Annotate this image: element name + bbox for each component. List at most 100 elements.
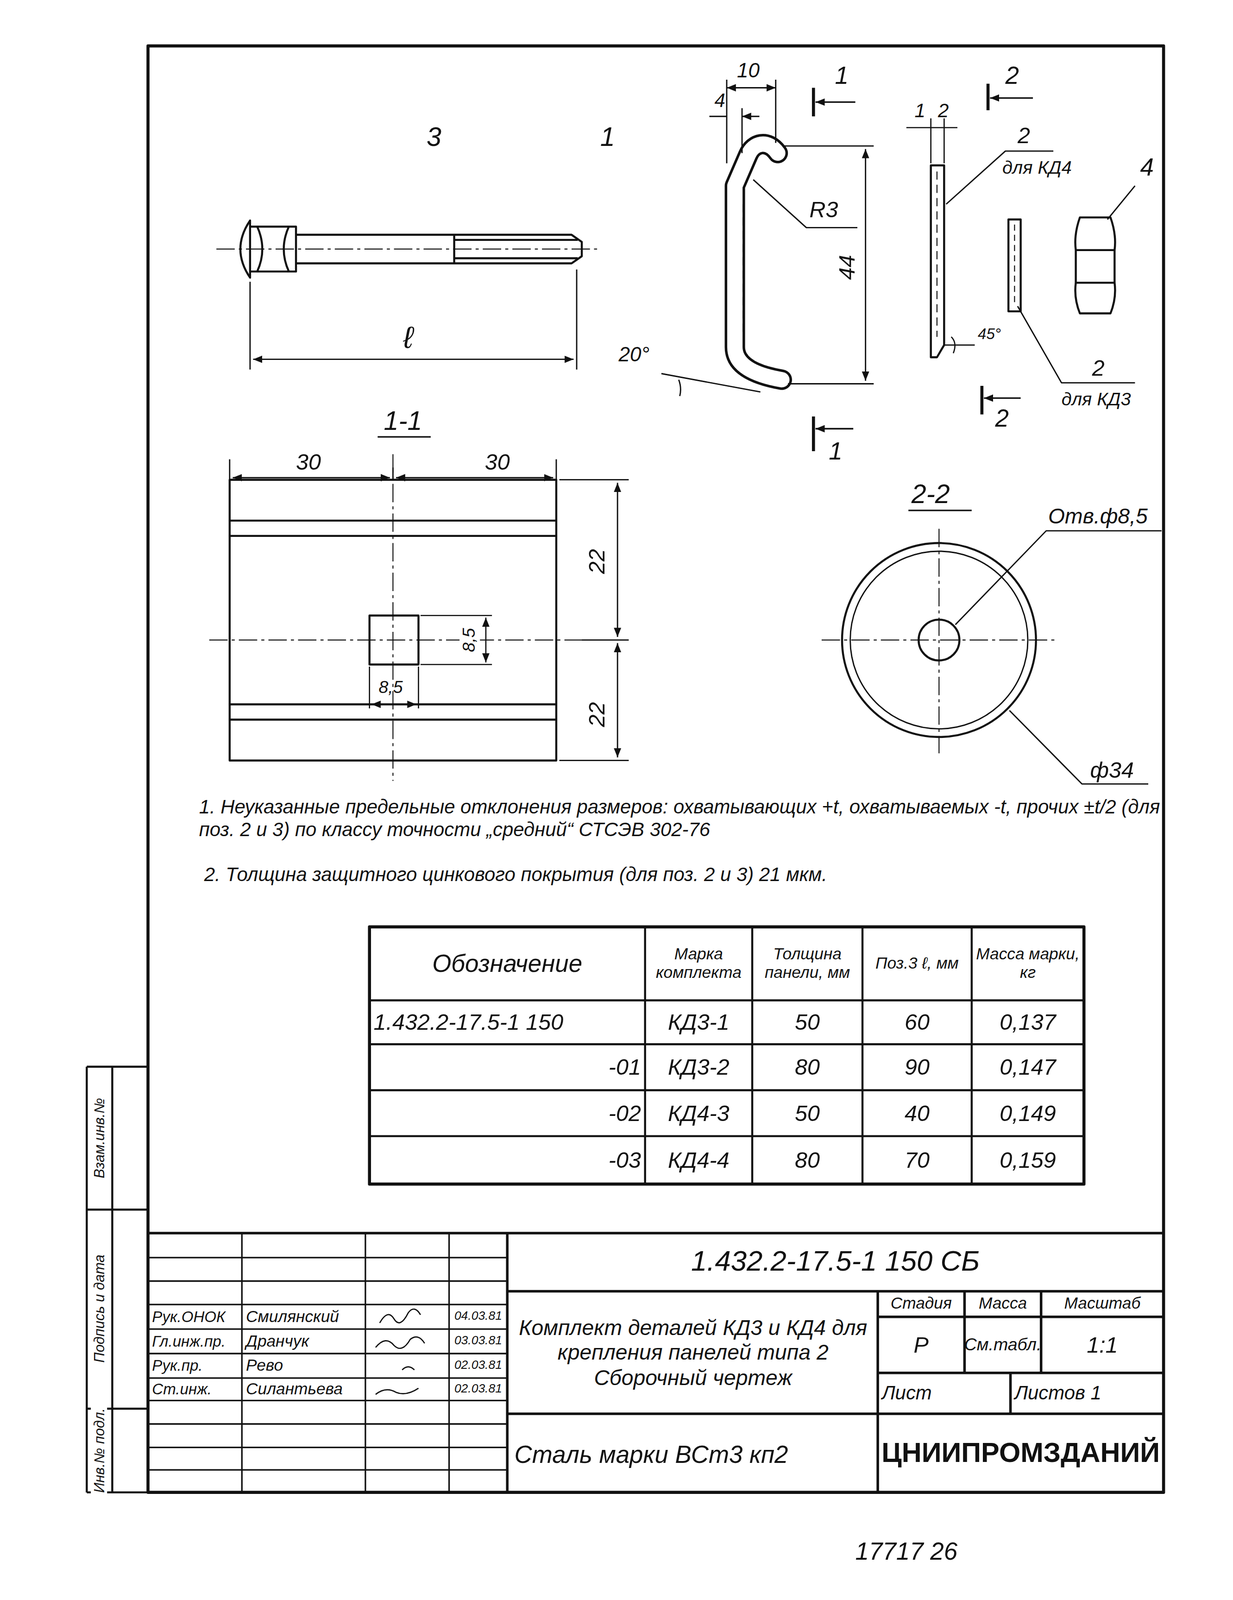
- table-cell-text: Силантьева: [241, 1377, 366, 1401]
- table-cell-text: Марка комплекта: [645, 926, 753, 1001]
- table-cell-text: Рук.пр.: [148, 1353, 243, 1378]
- drawing-label: 2: [1017, 122, 1031, 149]
- drawing-label: 22: [584, 547, 611, 577]
- table-cell-text: КД3-2: [645, 1044, 753, 1090]
- drawing-label: 3: [426, 122, 442, 153]
- drawing-label: 1: [828, 436, 843, 466]
- drawing-label: 4: [714, 89, 726, 113]
- washer-kd4: [931, 165, 945, 358]
- table-cell-text: Дранчук: [241, 1328, 366, 1354]
- dimension-line: [616, 482, 619, 637]
- drawing-label: 1: [914, 100, 925, 123]
- table-cell-text: 1.432.2-17.5-1 150: [369, 1000, 646, 1045]
- table-cell-text: -03: [369, 1136, 646, 1185]
- table-cell-text: 03.03.81: [449, 1328, 508, 1354]
- drawing-label: Отв.ф8,5: [1048, 504, 1148, 529]
- extension-line: [250, 269, 577, 370]
- drawing-label: 2: [995, 404, 1009, 433]
- leader-line: [1107, 185, 1135, 220]
- section-underline: [377, 435, 431, 438]
- table-cell-text: Лист: [877, 1372, 1011, 1414]
- table-cell-text: Рево: [241, 1353, 366, 1378]
- drawing-label: Подпись и дата: [90, 1252, 107, 1365]
- title-block-grid: [148, 1233, 508, 1493]
- drawing-label: 20°: [618, 342, 650, 367]
- clip-outline: [735, 144, 782, 380]
- dimension-line: [864, 149, 867, 381]
- drawing-label: 30: [484, 449, 510, 476]
- center-line: [209, 454, 582, 781]
- extension-line: [931, 118, 945, 164]
- drawing-label: 1: [600, 122, 616, 153]
- drawing-label: 45°: [977, 324, 1001, 343]
- table-cell-text: Масса: [964, 1291, 1041, 1317]
- leader-line: [1017, 306, 1135, 383]
- drawing-label: 22: [584, 699, 611, 730]
- table-cell-text: 0,159: [971, 1136, 1084, 1185]
- drawing-label: 2: [1092, 355, 1105, 382]
- nut: [1075, 217, 1115, 314]
- table-cell-text: 60: [862, 1000, 972, 1045]
- table-cell-text: КД4-3: [645, 1089, 753, 1136]
- extension-line: [783, 145, 874, 384]
- drawing-label: ℓ: [402, 320, 413, 356]
- table-grid: [369, 926, 1085, 1184]
- table-cell-text: 1:1: [1041, 1316, 1164, 1373]
- extension-line: [369, 666, 419, 709]
- washer-axis: [936, 171, 938, 337]
- drawing-label: 30: [295, 449, 321, 476]
- center-line: [216, 248, 601, 250]
- angle-mark: [661, 373, 761, 397]
- leader-line: [753, 179, 858, 228]
- clip-axis: [742, 204, 744, 337]
- table-cell-text: КД4-4: [645, 1136, 753, 1185]
- dimension-line: [616, 642, 619, 758]
- drawing-label: ф34: [1089, 757, 1134, 784]
- drawing-label: 2: [937, 100, 949, 123]
- center-line: [821, 528, 1057, 754]
- drawing-label: 1-1: [383, 406, 423, 437]
- section-mark: [811, 88, 816, 117]
- drawing-label: 2-2: [911, 479, 950, 511]
- section-underline: [908, 509, 972, 511]
- table-cell-text: Сталь марки ВСт3 кп2: [510, 1423, 876, 1485]
- table-cell-text: 04.03.81: [449, 1304, 508, 1329]
- table-cell-text: 40: [862, 1089, 972, 1136]
- table-cell-text: Листов 1: [1010, 1372, 1164, 1414]
- table-cell-text: -02: [369, 1089, 646, 1136]
- table-cell-text: Поз.3 ℓ, мм: [862, 926, 972, 1001]
- drawing-label: R3: [809, 196, 838, 223]
- dimension-line: [396, 477, 554, 479]
- leader-line: [1009, 710, 1149, 785]
- table-cell-text: Ст.инж.: [148, 1377, 243, 1401]
- table-cell-text: -01: [369, 1044, 646, 1090]
- title-block: [148, 1233, 1164, 1493]
- table-cell-text: 02.03.81: [449, 1377, 508, 1401]
- table-cell-text: 50: [752, 1089, 863, 1136]
- drawing-label: для КД3: [1061, 389, 1132, 411]
- table-cell-text: 0,147: [971, 1044, 1084, 1090]
- section-mark: [815, 101, 856, 103]
- table-cell-text: 90: [862, 1044, 972, 1090]
- dimension-line: [906, 126, 958, 129]
- washer-kd3: [1008, 219, 1021, 312]
- extension-line: [726, 79, 776, 164]
- drawing-label: 10: [736, 59, 760, 83]
- table-cell-text: Стадия: [877, 1291, 965, 1317]
- drawing-label: 8,5: [378, 677, 403, 698]
- table-cell-text: 80: [752, 1044, 863, 1090]
- extension-line: [420, 615, 492, 665]
- table-cell-text: Гл.инж.пр.: [148, 1328, 243, 1354]
- dimension-line: [709, 115, 760, 118]
- table-cell-text: 80: [752, 1136, 863, 1185]
- table-cell-text: 02.03.81: [449, 1353, 508, 1378]
- table-cell-text: КД3-1: [645, 1000, 753, 1045]
- section-mark: [989, 97, 1033, 99]
- table-cell-text: 50: [752, 1000, 863, 1045]
- table-cell-text: Комплект деталей КД3 и КД4 для крепления…: [510, 1294, 876, 1412]
- table-cell-text: 0,137: [971, 1000, 1084, 1045]
- table-cell-text: 70: [862, 1136, 972, 1185]
- table-cell-text: Смилянский: [241, 1304, 366, 1329]
- clip-body: [735, 144, 782, 380]
